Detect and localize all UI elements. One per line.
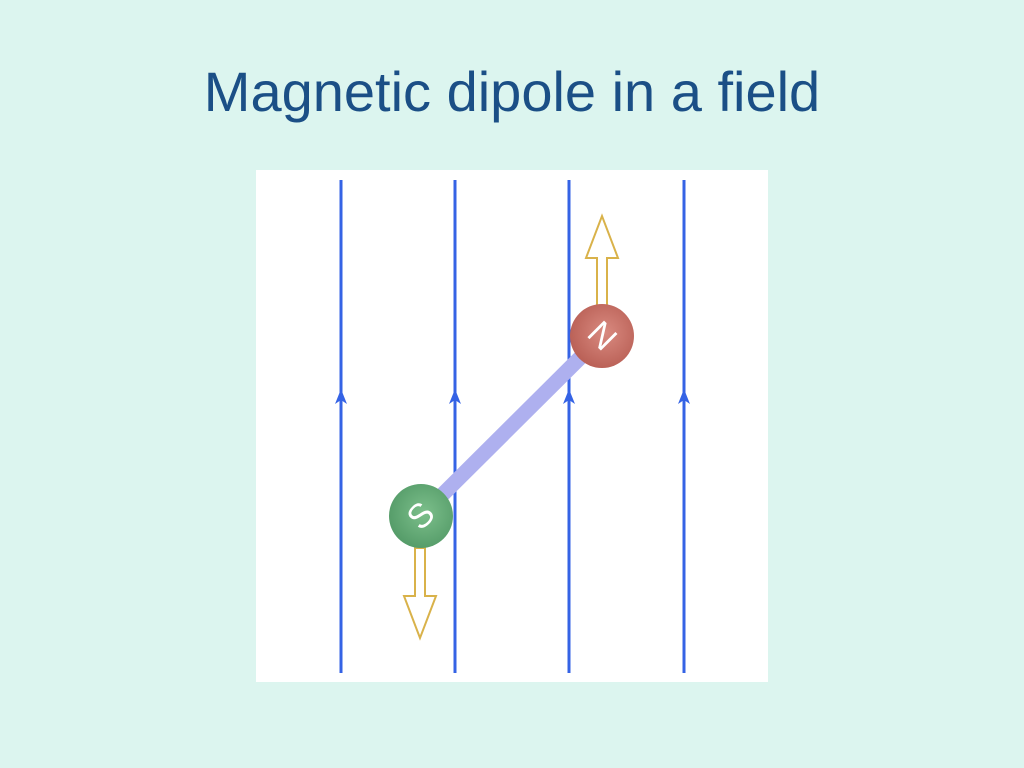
force-arrow-south <box>402 547 438 641</box>
field-arrowhead-icon <box>449 389 461 404</box>
field-arrowhead-icon <box>678 389 690 404</box>
field-line-2 <box>449 180 461 673</box>
dipole-diagram: S N <box>256 170 768 682</box>
field-line-1 <box>335 180 347 673</box>
field-lines <box>335 180 690 673</box>
south-pole: S <box>389 484 453 548</box>
field-arrowhead-icon <box>335 389 347 404</box>
north-pole: N <box>570 304 634 368</box>
field-arrowhead-icon <box>563 389 575 404</box>
field-line-3 <box>563 180 575 673</box>
force-arrow-north <box>584 213 620 309</box>
dipole-rod <box>415 330 608 522</box>
field-line-4 <box>678 180 690 673</box>
slide-title: Magnetic dipole in a field <box>203 60 821 123</box>
dipole-diagram-svg: S N <box>335 180 690 673</box>
